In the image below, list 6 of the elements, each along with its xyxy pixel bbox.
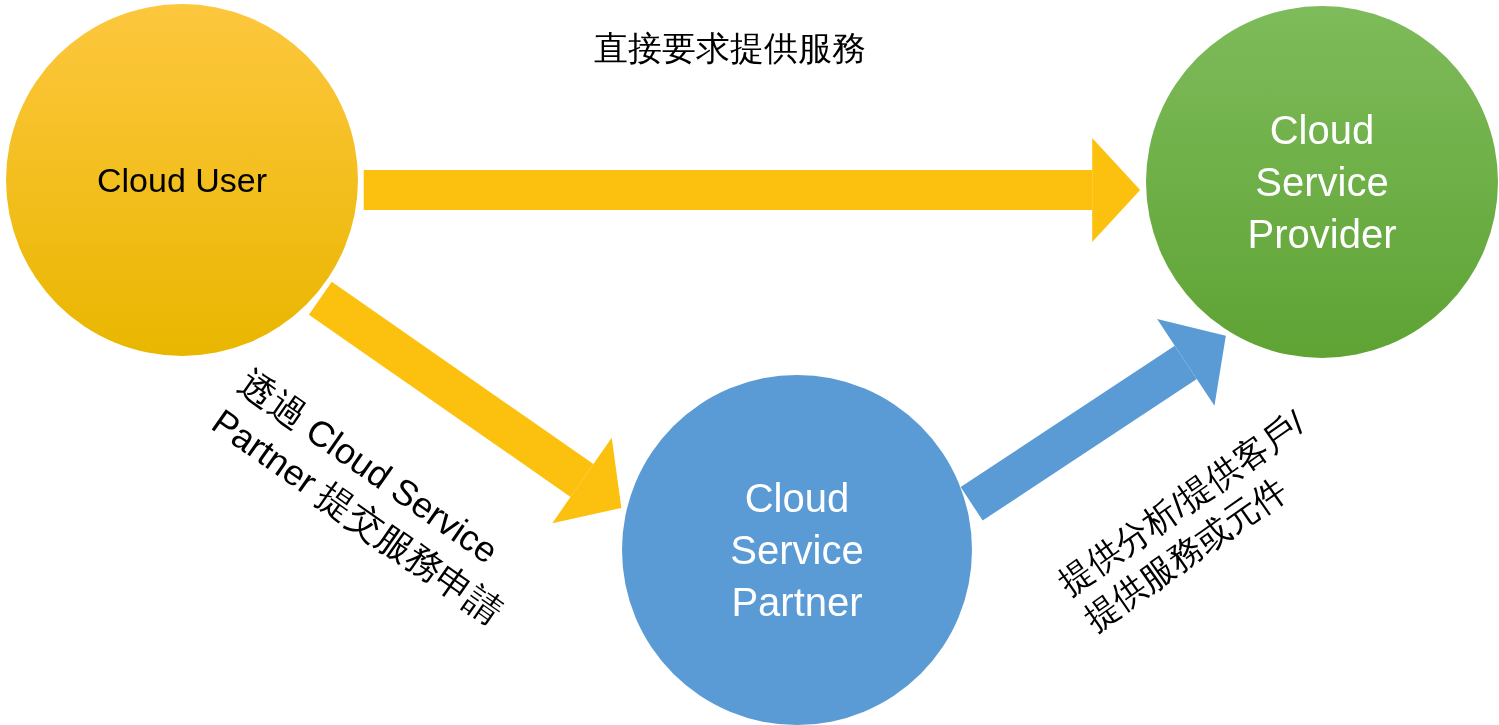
node-label: Cloud Service Partner — [729, 475, 865, 626]
node-label: Cloud Service Provider — [1246, 107, 1398, 258]
node-label: Cloud User — [96, 159, 268, 201]
block-arrow — [308, 281, 622, 524]
block-arrow — [960, 318, 1226, 521]
block-arrow — [363, 138, 1141, 242]
